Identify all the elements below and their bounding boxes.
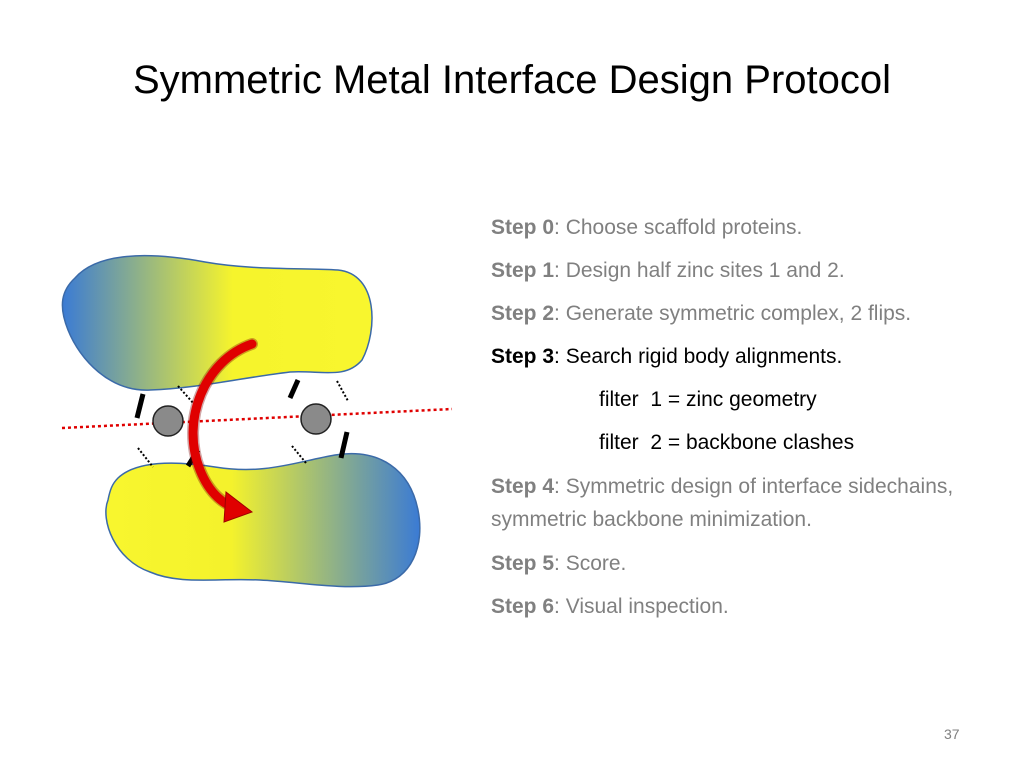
step-text: : Symmetric design of interface sidechai… — [491, 475, 954, 531]
step-label: Step 6 — [491, 595, 555, 618]
flip-arrow-head — [223, 491, 254, 523]
coordination-bond — [336, 380, 349, 402]
step-label: Step 2 — [491, 302, 555, 325]
coordination-bond — [291, 445, 307, 464]
zinc-atom — [152, 405, 184, 437]
sidechain-stick — [287, 378, 301, 400]
step-2: Step 2: Generate symmetric complex, 2 fl… — [491, 298, 1016, 329]
step-5: Step 5: Score. — [491, 548, 1016, 579]
step-label: Step 4 — [491, 475, 555, 498]
protein-top — [61, 254, 373, 391]
symmetry-axis — [61, 407, 453, 430]
filter-1: filter 1 = zinc geometry — [599, 388, 817, 411]
slide-title: Symmetric Metal Interface Design Protoco… — [132, 58, 892, 102]
coordination-bond — [177, 385, 195, 405]
step-text: : Search rigid body alignments. — [554, 345, 843, 368]
zinc-atom — [300, 403, 332, 435]
coordination-bond — [137, 447, 154, 468]
step-label: Step 0 — [491, 216, 555, 239]
step-3: Step 3: Search rigid body alignments. — [491, 341, 1016, 372]
page-number: 37 — [944, 726, 960, 742]
step-label: Step 5 — [491, 552, 555, 575]
step-1: Step 1: Design half zinc sites 1 and 2. — [491, 255, 1016, 286]
step-4: Step 4: Symmetric design of interface si… — [491, 470, 1016, 536]
filter-2: filter 2 = backbone clashes — [599, 431, 855, 454]
step-text: : Design half zinc sites 1 and 2. — [554, 259, 845, 282]
step-6: Step 6: Visual inspection. — [491, 591, 1016, 622]
step-0: Step 0: Choose scaffold proteins. — [491, 212, 1016, 243]
step-label: Step 1 — [491, 259, 555, 282]
sidechain-stick — [134, 393, 146, 419]
protocol-steps: Step 0: Choose scaffold proteins. Step 1… — [491, 212, 1016, 634]
step-label: Step 3 — [491, 345, 555, 368]
protein-bottom — [105, 453, 421, 588]
step-text: : Visual inspection. — [554, 595, 729, 618]
step-text: : Generate symmetric complex, 2 flips. — [554, 302, 912, 325]
step-text: : Score. — [554, 552, 627, 575]
flip-arrow-body — [188, 339, 257, 513]
sidechain-stick — [338, 431, 350, 459]
step-text: : Choose scaffold proteins. — [554, 216, 803, 239]
